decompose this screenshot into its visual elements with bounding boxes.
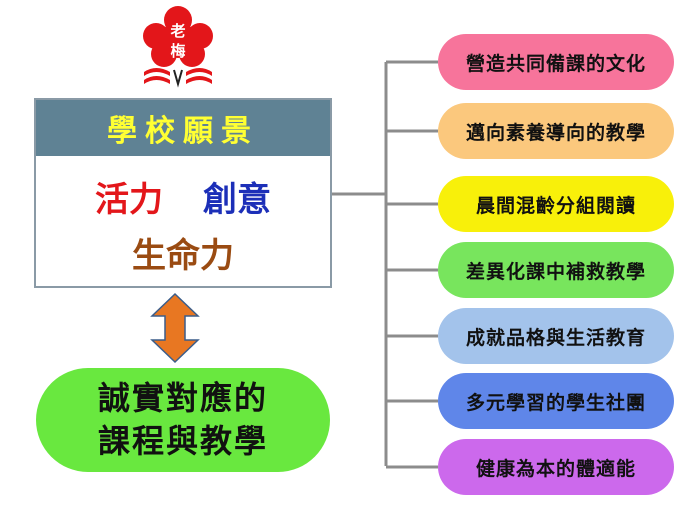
- double-arrow-icon: [150, 292, 200, 364]
- curriculum-teaching-box: 誠實對應的 課程與教學: [36, 368, 330, 472]
- vision-line-1: 活力創意: [36, 172, 330, 221]
- vision-title: 學校願景: [36, 100, 330, 156]
- school-logo: 老 梅: [143, 6, 213, 88]
- vision-word-life-force: 生命力: [132, 236, 234, 276]
- vision-word-creativity: 創意: [203, 180, 271, 220]
- vision-word-vitality: 活力: [95, 180, 163, 220]
- goal-item-3: 晨間混齡分組閱讀: [438, 176, 674, 232]
- goal-item-5: 成就品格與生活教育: [438, 308, 674, 364]
- teaching-line-2: 課程與教學: [97, 422, 268, 460]
- goal-item-6: 多元學習的學生社團: [438, 373, 674, 429]
- goal-item-7: 健康為本的體適能: [438, 439, 674, 495]
- logo-text-top: 老: [169, 22, 185, 40]
- teaching-line-1: 誠實對應的: [97, 378, 268, 417]
- goal-item-2: 邁向素養導向的教學: [438, 103, 674, 159]
- logo-text-bottom: 梅: [170, 42, 185, 60]
- goal-item-1: 營造共同備課的文化: [438, 34, 674, 90]
- vision-box: 學校願景 活力創意 生命力: [34, 98, 332, 288]
- goal-item-4: 差異化課中補救教學: [438, 242, 674, 298]
